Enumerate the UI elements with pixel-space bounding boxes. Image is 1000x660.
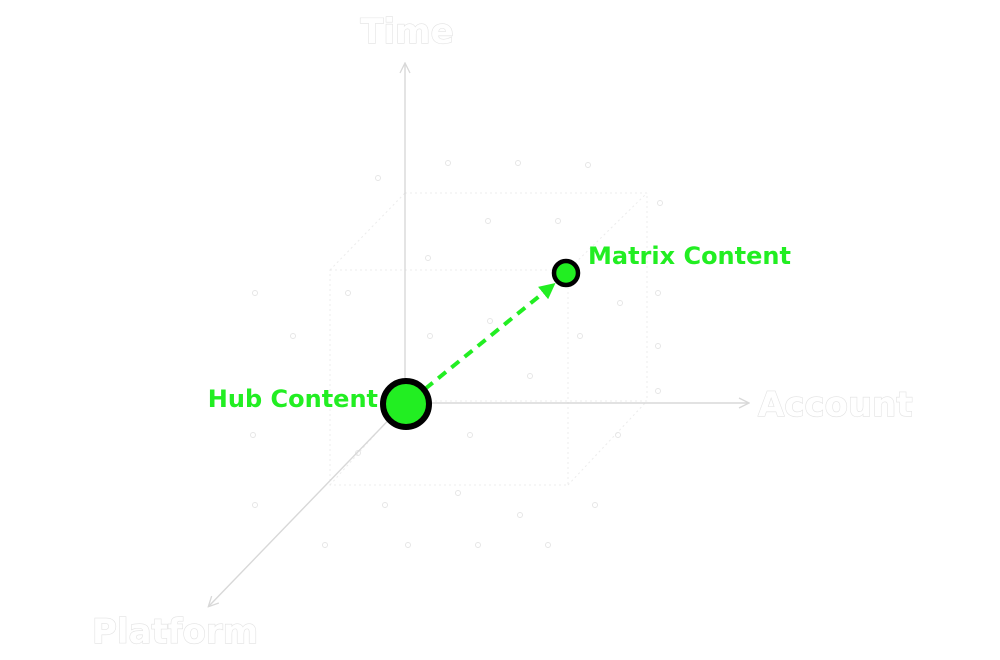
matrix-content-label: Matrix Content — [588, 242, 791, 270]
platform-axis — [209, 402, 406, 606]
account-axis-label: Account — [758, 385, 913, 425]
hub-content-label: Hub Content — [208, 385, 378, 413]
background-dots — [250, 160, 663, 548]
time-axis-label: Time — [360, 12, 453, 52]
hub-to-matrix-arrow — [423, 282, 556, 391]
matrix-content-node — [551, 258, 581, 288]
platform-axis-label: Platform — [92, 612, 258, 652]
wireframe-cube — [329, 192, 648, 486]
hub-content-node — [380, 378, 432, 430]
